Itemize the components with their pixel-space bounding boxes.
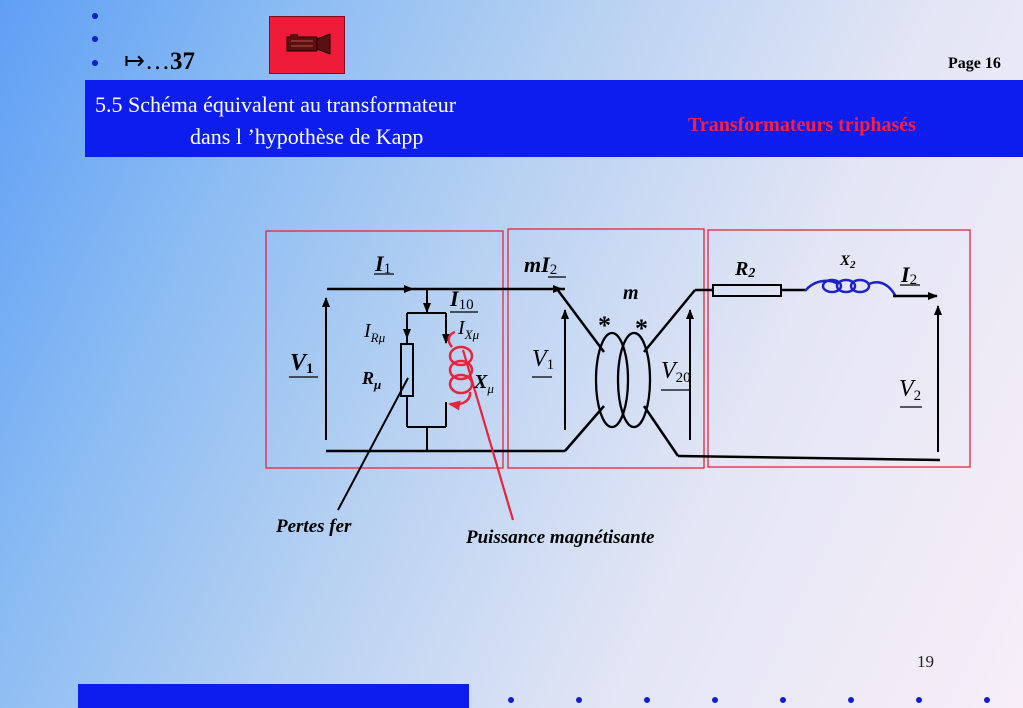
x2-inductor	[804, 278, 898, 298]
transformer-secondary-winding	[616, 331, 652, 429]
ideal-transformer-box	[507, 228, 705, 469]
secondary-section-box	[707, 229, 971, 468]
label-rmu: Rμ	[361, 368, 381, 392]
label-i10: I10	[449, 286, 474, 313]
slide-number: 19	[917, 652, 934, 671]
transformer-left-top-lead	[555, 288, 606, 353]
page-label: Page 16	[948, 55, 1001, 72]
nav-target: 37	[169, 48, 195, 75]
annotation-puissance-magnetisante: Puissance magnétisante	[465, 527, 655, 548]
label-v1-mid: V1	[532, 346, 554, 373]
label-irmu: IRμ	[363, 320, 386, 345]
label-r2: R2	[734, 258, 755, 281]
footer-dot	[916, 697, 922, 703]
label-ixmu: IXμ	[457, 317, 480, 342]
transformer-right-bottom-lead	[642, 405, 680, 457]
bullet	[92, 13, 98, 19]
slide-title-line-2: dans l ’hypothèse de Kapp	[190, 124, 424, 149]
x-mu-inductor	[447, 330, 474, 411]
transformer-right-top-lead	[643, 289, 696, 353]
label-i1: I1	[374, 251, 391, 277]
footer-dot	[508, 697, 514, 703]
label-v2: V2	[899, 376, 921, 404]
label-i2: I2	[900, 262, 917, 288]
bullet	[92, 36, 98, 42]
puissance-pointer	[461, 349, 515, 521]
label-xmu: Xμ	[473, 371, 494, 396]
transformer-left-bottom-lead	[564, 405, 605, 452]
goto-slide-link[interactable]: ↦…37	[124, 46, 195, 76]
footer-dot	[848, 697, 854, 703]
movie-button[interactable]	[269, 16, 345, 74]
primary-section-box	[265, 230, 504, 469]
label-star-right: *	[635, 314, 648, 343]
transformer-primary-winding	[594, 331, 630, 429]
secondary-bottom-wire	[677, 454, 941, 462]
footer-dot	[780, 697, 786, 703]
title-bar: 5.5 Schéma équivalent au transformateur …	[85, 80, 1023, 157]
movie-camera-icon	[286, 33, 331, 55]
label-v20: V20	[661, 358, 691, 386]
footer-dot	[712, 697, 718, 703]
footer-dot	[576, 697, 582, 703]
r2-resistor	[712, 284, 782, 297]
bullet	[92, 60, 98, 66]
footer-bar	[78, 684, 469, 708]
slide-subtitle: Transformateurs triphasés	[688, 114, 916, 136]
label-mi2: mI2	[524, 252, 557, 278]
nav-arrow: ↦…	[124, 48, 170, 75]
footer-dot	[984, 697, 990, 703]
label-m: m	[623, 282, 639, 304]
slide-title-line-1: 5.5 Schéma équivalent au transformateur	[95, 92, 457, 117]
label-x2: X2	[839, 253, 856, 271]
pertes-fer-pointer	[337, 377, 409, 511]
footer-dot	[644, 697, 650, 703]
label-star-left: *	[598, 311, 611, 340]
label-v1-left: V1	[290, 350, 314, 377]
annotation-pertes-fer: Pertes fer	[275, 516, 352, 537]
